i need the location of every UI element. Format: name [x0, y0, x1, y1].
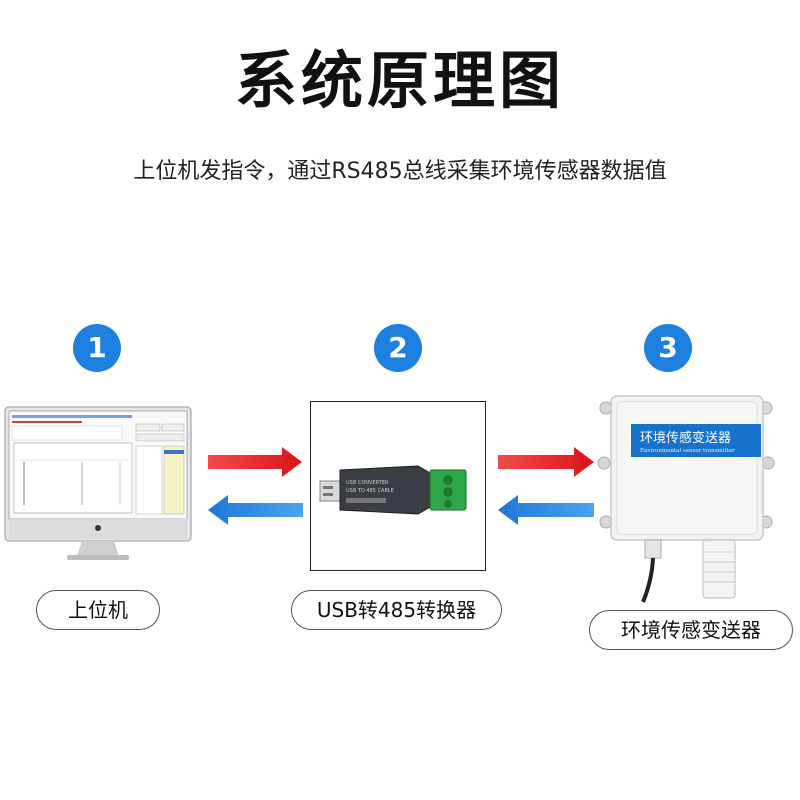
page-subtitle: 上位机发指令，通过RS485总线采集环境传感器数据值 — [0, 153, 800, 185]
step-badge-1: 1 — [73, 324, 121, 372]
step-badge-3: 3 — [644, 324, 692, 372]
apple-logo-icon — [95, 525, 101, 531]
converter-frame — [310, 401, 486, 571]
page-title: 系统原理图 — [0, 30, 800, 120]
label-converter: USB转485转换器 — [291, 590, 502, 630]
svg-text:Environmental sensor transmitt: Environmental sensor transmitter — [640, 448, 735, 454]
arrow-right-2 — [498, 447, 594, 477]
label-sensor: 环境传感变送器 — [589, 610, 793, 650]
arrow-left-1 — [208, 495, 303, 525]
step-badge-2: 2 — [374, 324, 422, 372]
label-computer: 上位机 — [36, 590, 160, 630]
svg-text:环境传感变送器: 环境传感变送器 — [640, 430, 731, 446]
arrow-left-2 — [498, 495, 594, 525]
arrow-right-1 — [208, 447, 302, 477]
